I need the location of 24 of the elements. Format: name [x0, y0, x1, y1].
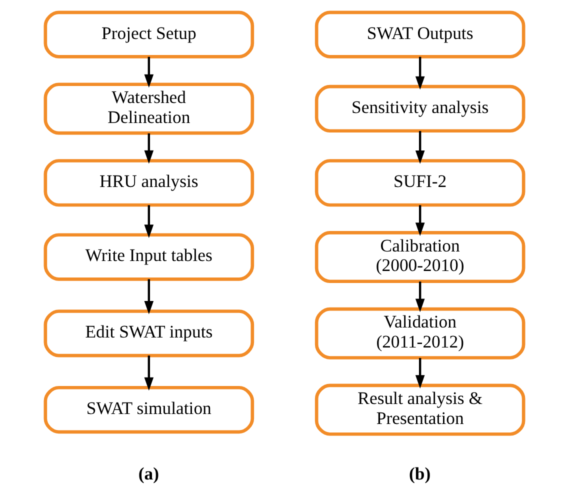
node-box: SWAT Outputs [314, 10, 525, 58]
node-box: Edit SWAT inputs [43, 310, 254, 358]
node-box: HRU analysis [43, 159, 254, 207]
node-box: SUFI-2 [314, 159, 525, 207]
node-box: Sensitivity analysis [314, 84, 525, 133]
node-box: SWAT simulation [43, 386, 254, 434]
arrow [414, 56, 424, 90]
arrow [414, 358, 424, 388]
node-box: Validation (2011-2012) [314, 307, 525, 360]
label: (a) [138, 463, 159, 484]
node-box: Watershed Delineation [43, 82, 254, 135]
node-box: Result analysis & Presentation [314, 384, 525, 436]
arrow [144, 56, 154, 88]
arrow [414, 205, 424, 236]
arrow [414, 282, 424, 312]
node-box: Project Setup [43, 10, 254, 58]
node-box: Calibration (2000-2010) [314, 231, 525, 284]
label: (b) [408, 463, 430, 484]
arrow [144, 205, 154, 238]
arrow [144, 279, 154, 314]
arrow [144, 356, 154, 391]
arrow [414, 131, 424, 164]
arrow [144, 133, 154, 164]
node-box: Write Input tables [43, 233, 254, 281]
